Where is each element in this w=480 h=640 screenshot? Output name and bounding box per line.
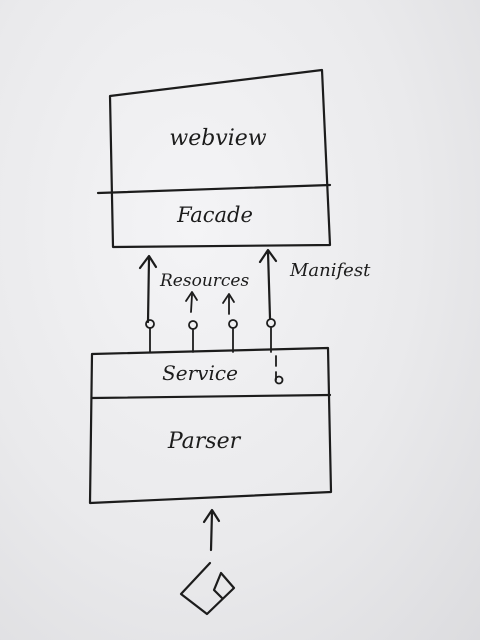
parser-label: Parser: [167, 429, 242, 454]
service-box-outline: [88, 346, 333, 505]
resources-arrow-small-2: [222, 293, 235, 315]
resources-arrow-main: [138, 254, 158, 324]
document-diamond-outline: [179, 561, 236, 616]
resources-arrows: [138, 254, 238, 353]
manifest-arrow-line: [258, 248, 278, 320]
input-arrow: [202, 508, 221, 552]
interface-lollipop-3: [228, 319, 238, 329]
service-internal-lollipop: [274, 375, 284, 385]
webview-facade-box: [96, 68, 332, 249]
document-diamond-icon: [179, 561, 236, 616]
webview-facade-divider: [96, 183, 332, 195]
input-arrow-line: [202, 508, 221, 552]
interface-lollipop-1: [145, 319, 155, 329]
facade-label: Facade: [176, 203, 253, 227]
service-parser-divider: [90, 393, 332, 400]
interface-lollipop-4: [266, 318, 276, 328]
webview-box-outline: [108, 68, 332, 249]
webview-label: webview: [169, 126, 266, 151]
service-label: Service: [162, 361, 238, 385]
interface-lollipop-2: [188, 320, 198, 330]
resources-arrow-small-1: [185, 291, 198, 313]
resources-label: Resources: [159, 271, 249, 291]
manifest-label: Manifest: [289, 260, 371, 281]
service-parser-box: [88, 346, 333, 505]
manifest-arrow: [258, 248, 278, 353]
